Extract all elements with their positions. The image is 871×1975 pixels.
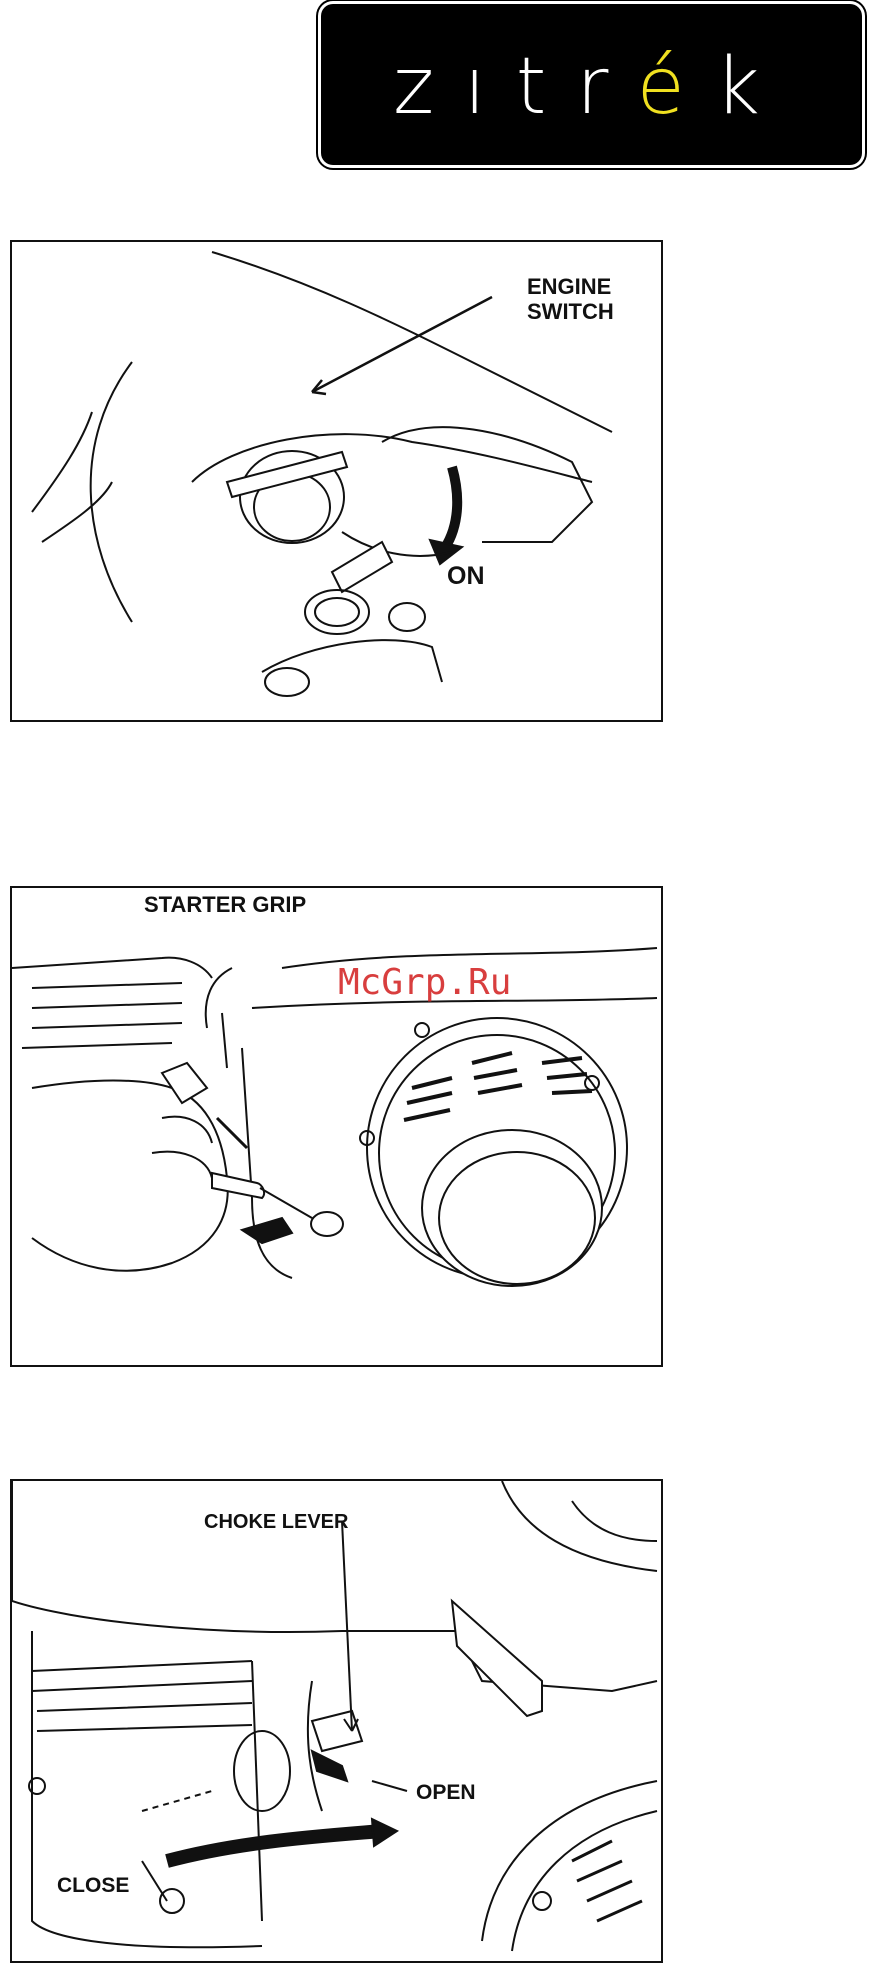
- starter-grip-illustration: STARTER GRIP: [10, 886, 663, 1367]
- brand-logo-text: zıtrék: [321, 42, 862, 132]
- starter-grip-label: STARTER GRIP: [144, 892, 306, 917]
- brand-logo: zıtrék: [321, 4, 862, 165]
- starter-grip-drawing: [12, 888, 661, 1365]
- on-label: ON: [447, 562, 485, 591]
- close-label: CLOSE: [57, 1874, 129, 1898]
- engine-switch-label: ENGINE SWITCH: [527, 274, 614, 325]
- choke-lever-label: CHOKE LEVER: [204, 1511, 348, 1534]
- engine-switch-illustration: ENGINE SWITCH ON: [10, 240, 663, 722]
- watermark: McGrp.Ru: [338, 962, 511, 1003]
- choke-lever-illustration: CHOKE LEVER OPEN CLOSE: [10, 1479, 663, 1963]
- open-label: OPEN: [416, 1781, 476, 1805]
